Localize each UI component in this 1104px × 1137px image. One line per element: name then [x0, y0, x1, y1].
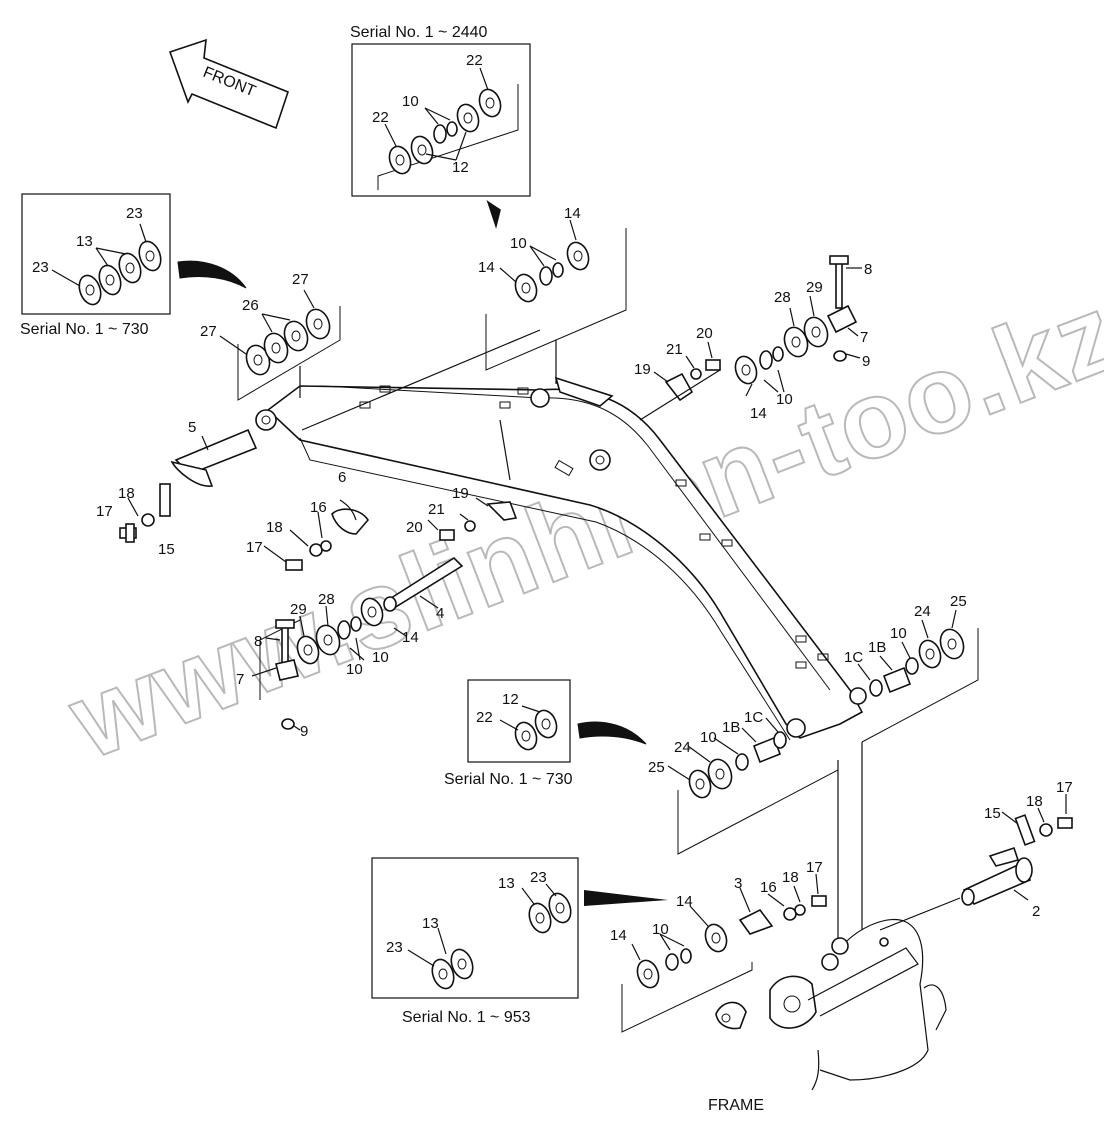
callout-label: 24 — [914, 603, 931, 620]
callout-label: 6 — [338, 469, 346, 486]
callout-label: 20 — [696, 325, 713, 342]
callout-label: 17 — [806, 859, 823, 876]
callout-label: 10 — [700, 729, 717, 746]
hardware-center-lower — [667, 717, 839, 940]
callout-label: 27 — [200, 323, 217, 340]
callout-label: 21 — [428, 501, 445, 518]
hardware-left-lower — [251, 597, 407, 731]
callout-label: 23 — [32, 259, 49, 276]
inset-caption: Serial No. 1 ~ 953 — [402, 1009, 531, 1026]
callout-label: 14 — [564, 205, 581, 222]
hardware-left — [119, 483, 370, 571]
callout-label: 4 — [436, 605, 444, 622]
hardware-center — [383, 497, 518, 612]
callout-label: 19 — [634, 361, 651, 378]
callout-label: 14 — [750, 405, 767, 422]
inset-pointer — [177, 260, 247, 289]
callout-label: 2 — [1032, 903, 1040, 920]
inset-serial-953: Serial No. 1 ~ 953 13 23 13 23 — [371, 857, 579, 1026]
callout-label: 18 — [1026, 793, 1043, 810]
callout-label: 1C — [744, 709, 763, 726]
callout-label: 22 — [466, 52, 483, 69]
callout-label: 9 — [300, 723, 308, 740]
callout-label: 1B — [722, 719, 740, 736]
callout-label: 28 — [318, 591, 335, 608]
callout-label: 14 — [402, 629, 419, 646]
callout-label: 15 — [984, 805, 1001, 822]
callout-label: 13 — [498, 875, 515, 892]
callout-label: 1B — [868, 639, 886, 656]
callout-label: 14 — [610, 927, 627, 944]
callout-label: 12 — [452, 159, 469, 176]
callout-label: 26 — [242, 297, 259, 314]
inset-serial-730-center: Serial No. 1 ~ 730 12 22 — [444, 679, 573, 788]
callout-label: 5 — [188, 419, 196, 436]
callout-label: 10 — [510, 235, 527, 252]
boom-structure — [255, 376, 867, 741]
shims-top-center — [299, 219, 627, 481]
callout-label: 7 — [860, 329, 868, 346]
inset-caption: Serial No. 1 ~ 2440 — [350, 24, 488, 41]
front-direction-arrow: FRONT — [168, 38, 289, 130]
callout-label: 21 — [666, 341, 683, 358]
callout-label: 18 — [118, 485, 135, 502]
callout-label: 19 — [452, 485, 469, 502]
callout-label: 24 — [674, 739, 691, 756]
callout-label: 25 — [648, 759, 665, 776]
inset-pointer — [486, 200, 501, 229]
inset-pointer — [584, 890, 668, 906]
callout-label: 10 — [346, 661, 363, 678]
frame-and-pin — [621, 794, 1073, 1091]
callout-label: 29 — [806, 279, 823, 296]
inset-pointer — [577, 721, 647, 745]
callout-label: 22 — [372, 109, 389, 126]
callout-label: 10 — [776, 391, 793, 408]
callout-label: 9 — [862, 353, 870, 370]
inset-serial-2440: Serial No. 1 ~ 2440 22 10 22 12 — [350, 24, 531, 197]
callout-label: 25 — [950, 593, 967, 610]
inset-caption: Serial No. 1 ~ 730 — [444, 771, 573, 788]
callout-label: 7 — [236, 671, 244, 688]
callout-label: 17 — [246, 539, 263, 556]
callout-label: 10 — [890, 625, 907, 642]
callout-label: 15 — [158, 541, 175, 558]
callout-label: 10 — [402, 93, 419, 110]
inset-caption: Serial No. 1 ~ 730 — [20, 321, 149, 338]
hardware-right-upper — [639, 255, 862, 421]
callout-label: 17 — [96, 503, 113, 520]
watermark: www.slinhron-too.kz — [54, 270, 1104, 783]
callout-label: 8 — [254, 633, 262, 650]
callout-label: 18 — [782, 869, 799, 886]
callout-label: 13 — [76, 233, 93, 250]
callout-label: 10 — [652, 921, 669, 938]
callout-label: 20 — [406, 519, 423, 536]
boom-foot-pin-left — [170, 289, 341, 487]
callout-label: 10 — [372, 649, 389, 666]
callout-label: 8 — [864, 261, 872, 278]
callout-label: 23 — [386, 939, 403, 956]
callout-label: 23 — [126, 205, 143, 222]
callout-label: 18 — [266, 519, 283, 536]
callout-label: 29 — [290, 601, 307, 618]
callout-label: 16 — [310, 499, 327, 516]
hardware-right-lower — [857, 609, 979, 930]
callout-label: 22 — [476, 709, 493, 726]
callout-label: 3 — [734, 875, 742, 892]
inset-serial-730-left: Serial No. 1 ~ 730 23 13 23 — [20, 193, 171, 338]
callout-label: 13 — [422, 915, 439, 932]
callout-label: 12 — [502, 691, 519, 708]
callout-label: 1C — [844, 649, 863, 666]
callout-label: 16 — [760, 879, 777, 896]
callout-labels: 14 10 14 8 28 29 7 9 20 21 19 14 10 27 2… — [96, 205, 1073, 944]
callout-label: 17 — [1056, 779, 1073, 796]
callout-label: 23 — [530, 869, 547, 886]
frame-label: FRAME — [708, 1097, 764, 1114]
callout-label: 14 — [478, 259, 495, 276]
callout-label: 27 — [292, 271, 309, 288]
callout-label: 14 — [676, 893, 693, 910]
callout-label: 28 — [774, 289, 791, 306]
